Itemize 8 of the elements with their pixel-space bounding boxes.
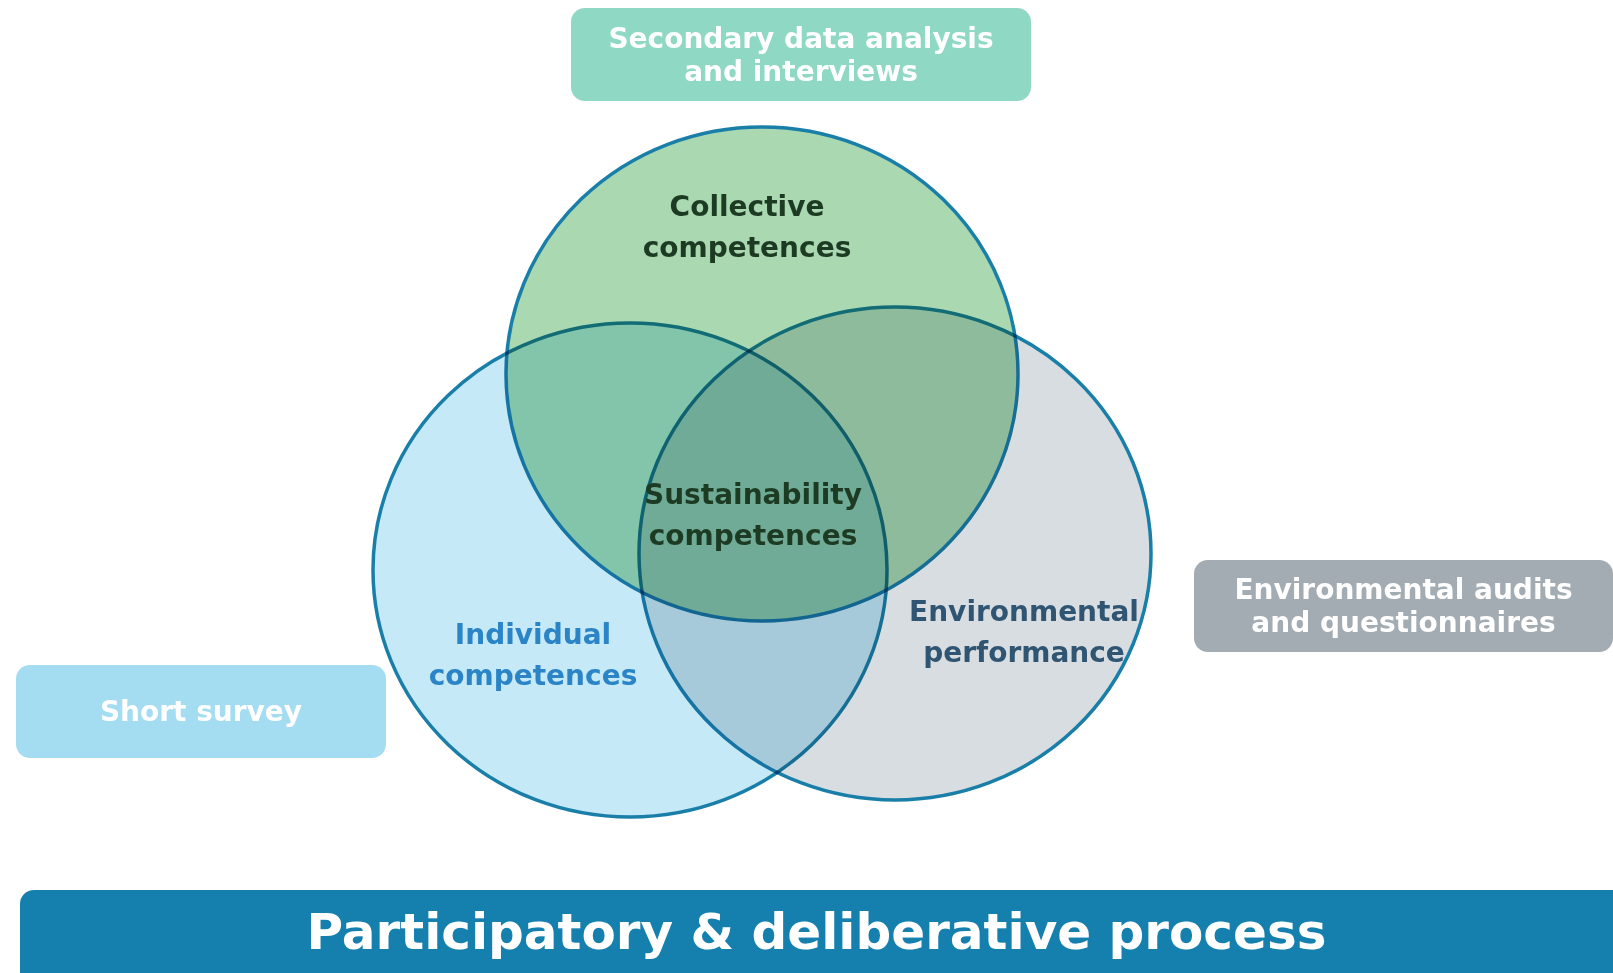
circle-label: Environmental performance bbox=[908, 594, 1140, 671]
intersection-label: Sustainability competences bbox=[643, 477, 863, 554]
circle-label: Individual competences bbox=[427, 617, 639, 694]
method-box: Environmental audits and questionnaires bbox=[1194, 560, 1613, 652]
circle-label: Collective competences bbox=[641, 189, 853, 266]
method-box: Short survey bbox=[16, 665, 386, 758]
process-banner: Participatory & deliberative process bbox=[20, 890, 1613, 973]
method-box: Secondary data analysis and interviews bbox=[571, 8, 1031, 101]
